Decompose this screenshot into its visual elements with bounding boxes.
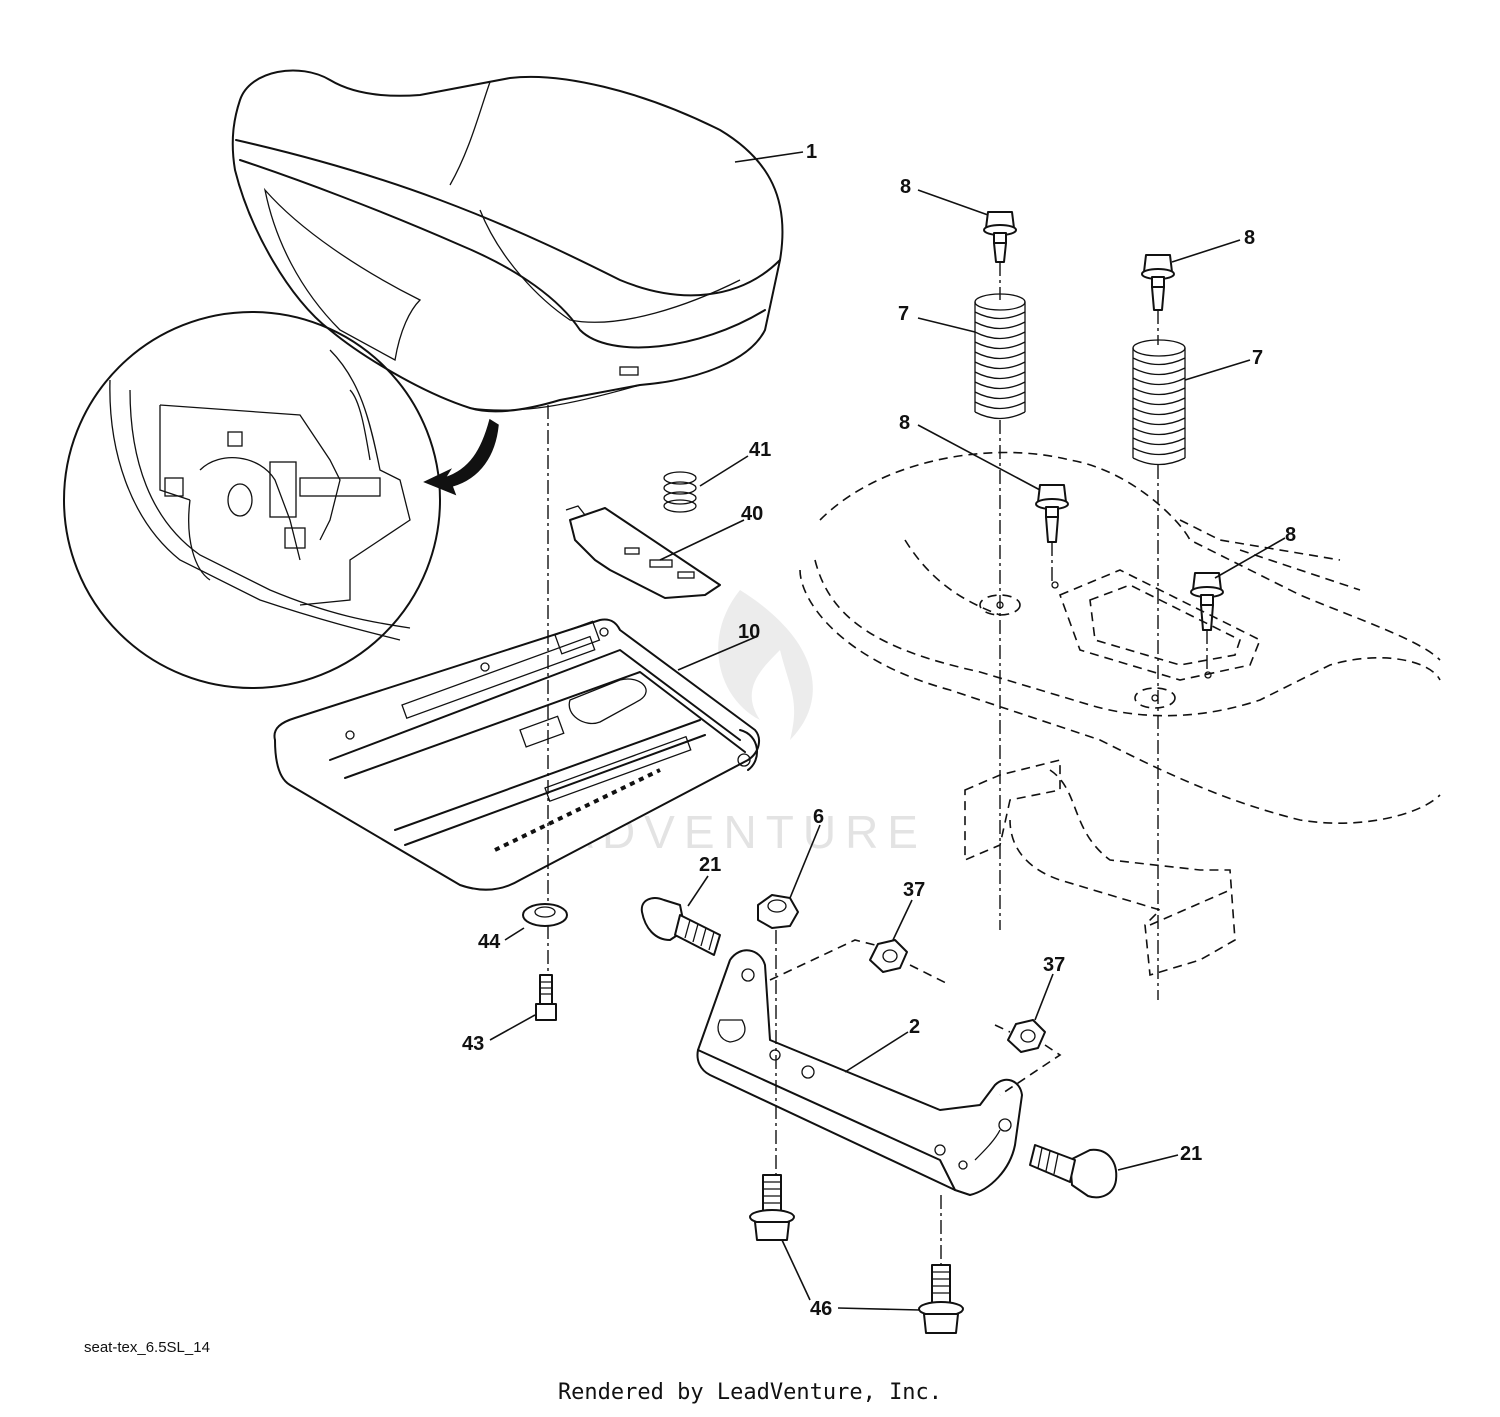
- callout-bolt-mid-left: 8: [899, 412, 910, 434]
- callouts: 1 8 8 7 7 8 8 41 40 10 6 21 37 37 2 21 4…: [462, 141, 1296, 1320]
- spring-bolt-top-right: [1141, 254, 1175, 311]
- leader-lines: [489, 151, 1286, 1311]
- callout-bolt-top-left: 8: [900, 176, 911, 198]
- spring-bolt-top-left: [983, 211, 1017, 263]
- seat: [231, 69, 784, 413]
- callout-bolt-mid-right: 8: [1285, 524, 1296, 546]
- nut-37-left: [869, 939, 908, 973]
- callout-bracket: 2: [909, 1016, 920, 1038]
- callout-flange-bolt: 46: [810, 1298, 832, 1320]
- callout-seat-pan: 10: [738, 621, 760, 643]
- flange-bolt-46-left: [749, 1174, 795, 1241]
- callout-seat-bolt: 43: [462, 1033, 484, 1055]
- spring-right: [1132, 339, 1186, 466]
- spring-bolt-mid-left: [1035, 484, 1069, 543]
- shoulder-bolt-21-left: [640, 897, 721, 956]
- watermark-flame-icon: [718, 590, 813, 740]
- callout-spring-right: 7: [1252, 347, 1263, 369]
- callout-latch-plate: 40: [741, 503, 763, 525]
- drawing-id: seat-tex_6.5SL_14: [84, 1339, 210, 1356]
- latch-plate: [565, 505, 721, 599]
- clip-spring: [663, 471, 697, 513]
- spring-bolt-mid-right: [1190, 572, 1224, 631]
- callout-bolt-21-left: 21: [699, 854, 721, 876]
- shoulder-bolt-21-right: [1029, 1144, 1118, 1199]
- spring-left: [974, 293, 1026, 420]
- nut-37-right: [1007, 1019, 1046, 1053]
- callout-spring-left: 7: [898, 303, 909, 325]
- callout-lock-nut: 6: [813, 806, 824, 828]
- callout-clip-spring: 41: [749, 439, 771, 461]
- flange-bolt-46-right: [918, 1264, 964, 1334]
- callout-bolt-21-right: 21: [1180, 1143, 1202, 1165]
- callout-nut-37-right: 37: [1043, 954, 1065, 976]
- seat-bracket: [696, 949, 1023, 1196]
- callout-washer: 44: [478, 931, 501, 953]
- detail-arrow-icon: [423, 418, 499, 496]
- callout-seat: 1: [806, 141, 817, 163]
- fender-phantom: [799, 451, 1441, 977]
- latch-detail-view: [63, 311, 499, 689]
- seat-pan: [273, 618, 761, 891]
- washer: [522, 903, 568, 927]
- seat-bolt: [535, 974, 557, 1021]
- render-credit: Rendered by LeadVenture, Inc.: [557, 1380, 943, 1405]
- callout-bolt-top-right: 8: [1244, 227, 1255, 249]
- lock-nut-6: [757, 894, 799, 929]
- assembly-centerlines: [547, 262, 1208, 1265]
- callout-nut-37-left: 37: [903, 879, 925, 901]
